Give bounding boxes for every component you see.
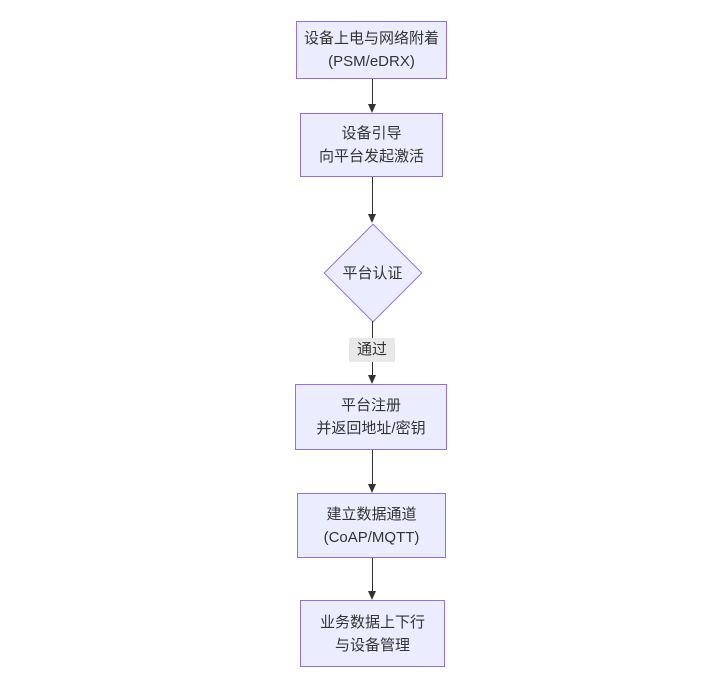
- edge-label-pass: 通过: [348, 338, 396, 362]
- arrowhead-icon: [368, 104, 376, 113]
- node-platform-auth: 平台认证: [322, 223, 423, 322]
- node-text-line: 平台认证: [342, 265, 403, 282]
- node-business-data: 业务数据上下行 与设备管理: [300, 600, 445, 667]
- node-text-line: 向平台发起激活: [318, 148, 424, 165]
- edge-arrow-1: [368, 79, 376, 113]
- arrowhead-icon: [368, 484, 376, 493]
- edge-arrow-5: [368, 558, 376, 600]
- node-text-line: 并返回地址/密钥: [316, 420, 426, 437]
- node-text-line: 设备上电与网络附着: [303, 30, 439, 47]
- node-text-line: 设备引导: [341, 125, 402, 142]
- arrowhead-icon: [368, 591, 376, 600]
- arrowhead-icon: [368, 214, 376, 223]
- node-bootstrap: 设备引导 向平台发起激活: [300, 113, 443, 177]
- arrowhead-icon: [368, 375, 376, 384]
- node-power-attach: 设备上电与网络附着 (PSM/eDRX): [296, 21, 447, 79]
- edge-arrow-4: [368, 450, 376, 493]
- node-text-line: 建立数据通道: [326, 505, 417, 523]
- node-text-line: 业务数据上下行: [319, 613, 425, 631]
- node-text-line: 平台注册: [340, 397, 401, 414]
- node-data-channel: 建立数据通道 (CoAP/MQTT): [297, 493, 446, 558]
- edge-arrow-2: [368, 177, 376, 223]
- node-text-line: (CoAP/MQTT): [323, 528, 420, 546]
- node-text-line: 与设备管理: [334, 636, 410, 654]
- node-text-line: (PSM/eDRX): [328, 53, 415, 70]
- node-platform-register: 平台注册 并返回地址/密钥: [295, 384, 447, 450]
